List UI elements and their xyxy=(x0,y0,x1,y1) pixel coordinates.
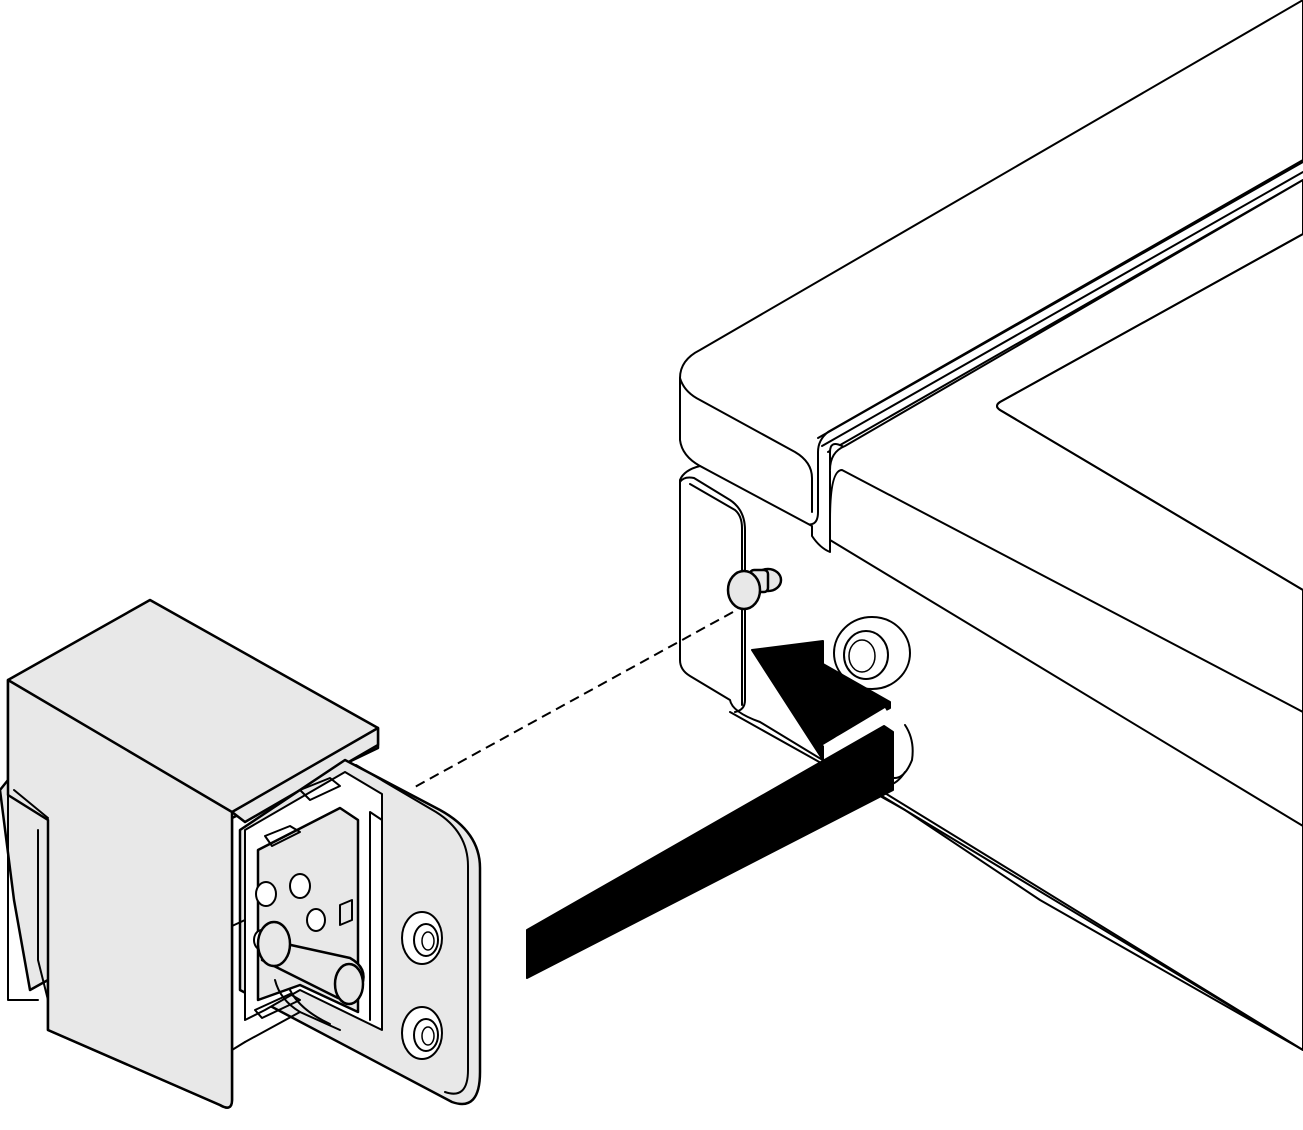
server-chassis xyxy=(679,0,1303,1051)
chassis-recess xyxy=(996,233,1303,591)
latch-lower-arc xyxy=(274,979,331,1025)
latch-screw-hole-top xyxy=(401,911,443,965)
latch-top-lip xyxy=(230,726,380,824)
latch-inner-tab-top xyxy=(264,777,341,847)
latch-side-face xyxy=(6,678,234,1109)
chassis-cover-edge xyxy=(679,377,813,513)
latch-pin xyxy=(256,920,365,1006)
latch-inner-tab xyxy=(339,899,353,926)
guide-pin xyxy=(726,567,783,611)
alignment-guide-line xyxy=(412,611,734,789)
latch-flange-inner xyxy=(355,764,469,1095)
chassis-front-ear xyxy=(679,465,1303,1051)
direction-arrow xyxy=(526,640,894,979)
chassis-ear-fold xyxy=(679,476,746,713)
chassis-top-cover xyxy=(679,0,1303,526)
latch-side-edge xyxy=(7,759,49,1001)
arrow-gap xyxy=(823,708,890,752)
chassis-ear-inner xyxy=(689,483,743,706)
latch-screw-hole-bottom xyxy=(401,1006,443,1060)
latch-inner-rail xyxy=(231,811,383,1051)
latch-inner-hole-2 xyxy=(289,873,311,899)
chassis-screw-hole xyxy=(833,616,911,690)
latch-inner-hole-1 xyxy=(255,881,277,907)
rack-latch xyxy=(0,598,482,1109)
latch-inner-hole-3 xyxy=(306,908,326,932)
arrow-shaft xyxy=(526,725,894,979)
arrow-head xyxy=(751,640,891,761)
